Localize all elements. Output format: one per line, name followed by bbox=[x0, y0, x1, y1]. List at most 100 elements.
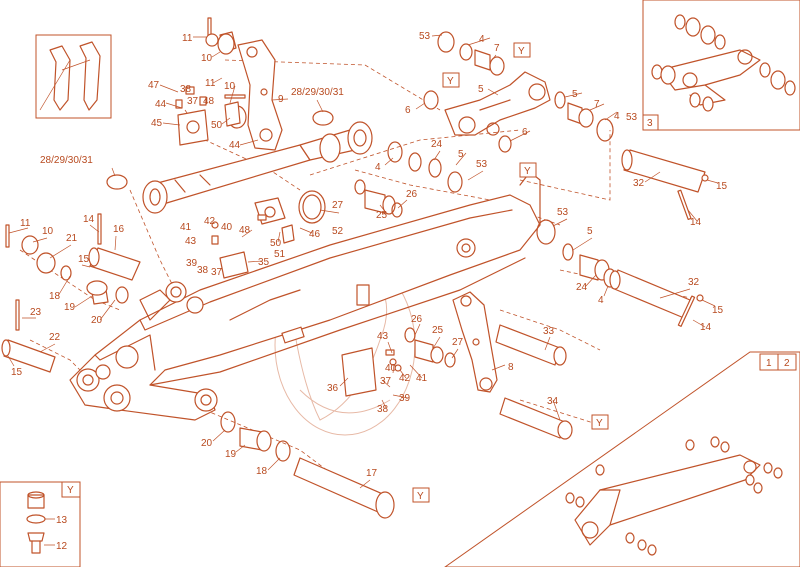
link-arm-9 bbox=[237, 39, 283, 151]
callout-15: 15 bbox=[716, 181, 728, 192]
callout-28-29-30-31: 28/29/30/31 bbox=[40, 155, 93, 166]
callout-4: 4 bbox=[614, 111, 620, 122]
callout-41: 41 bbox=[180, 222, 192, 233]
callout-17: 17 bbox=[366, 468, 378, 479]
callout-18: 18 bbox=[49, 291, 61, 302]
callout-15: 15 bbox=[11, 367, 23, 378]
callout-50: 50 bbox=[270, 238, 282, 249]
callout-20: 20 bbox=[91, 315, 103, 326]
plug-inset-marker: Y bbox=[67, 485, 74, 496]
overview-inset: 1 2 bbox=[444, 351, 800, 567]
callout-27: 27 bbox=[332, 200, 344, 211]
inset-number-2: 2 bbox=[784, 358, 790, 369]
callout-7: 7 bbox=[594, 99, 600, 110]
callout-51: 51 bbox=[274, 249, 286, 260]
callout-11: 11 bbox=[205, 78, 216, 89]
callout-4: 4 bbox=[598, 295, 604, 306]
callout-44: 44 bbox=[229, 140, 241, 151]
callout-38: 38 bbox=[180, 84, 192, 95]
callout-5: 5 bbox=[587, 226, 593, 237]
callout-52: 52 bbox=[332, 226, 344, 237]
callout-5: 5 bbox=[478, 84, 484, 95]
callout-50: 50 bbox=[211, 120, 223, 131]
callout-26: 26 bbox=[406, 189, 418, 200]
callout-33: 33 bbox=[543, 326, 555, 337]
rocker-link bbox=[444, 71, 551, 136]
callout-42: 42 bbox=[204, 216, 216, 227]
callout-28-29-30-31: 28/29/30/31 bbox=[291, 87, 344, 98]
callout-24: 24 bbox=[431, 139, 443, 150]
callout-26: 26 bbox=[411, 314, 423, 325]
callout-53: 53 bbox=[557, 207, 569, 218]
callout-21: 21 bbox=[66, 233, 78, 244]
callout-25: 25 bbox=[432, 325, 444, 336]
callout-15: 15 bbox=[712, 305, 724, 316]
callout-19: 19 bbox=[225, 449, 237, 460]
callout-14: 14 bbox=[83, 214, 95, 225]
variant-markers: Y Y Y Y Y bbox=[412, 42, 609, 503]
callout-27: 27 bbox=[452, 337, 464, 348]
small-parts bbox=[1, 17, 709, 519]
callout-40: 40 bbox=[221, 222, 233, 233]
inset-number-1: 1 bbox=[766, 358, 772, 369]
callout-44: 44 bbox=[155, 99, 167, 110]
variant-marker-y: Y bbox=[417, 491, 424, 502]
hydraulic-cylinder bbox=[142, 121, 373, 214]
callout-10: 10 bbox=[201, 53, 213, 64]
callout-42: 42 bbox=[399, 373, 411, 384]
callout-13: 13 bbox=[56, 515, 68, 526]
callout-53: 53 bbox=[626, 112, 638, 123]
callout-34: 34 bbox=[547, 396, 559, 407]
callout-41: 41 bbox=[416, 373, 428, 384]
callout-38: 38 bbox=[197, 265, 209, 276]
variant-marker-y: Y bbox=[524, 166, 531, 177]
callout-19: 19 bbox=[64, 302, 76, 313]
callout-24: 24 bbox=[576, 282, 588, 293]
callout-6: 6 bbox=[405, 105, 411, 116]
callout-39: 39 bbox=[186, 258, 198, 269]
callout-37: 37 bbox=[187, 96, 199, 107]
detail-inset-brackets bbox=[35, 34, 112, 119]
callout-15: 15 bbox=[78, 254, 90, 265]
callout-12: 12 bbox=[56, 541, 68, 552]
callout-47: 47 bbox=[148, 80, 160, 91]
callout-43: 43 bbox=[377, 331, 389, 342]
detail-number: 3 bbox=[647, 118, 653, 129]
callout-16: 16 bbox=[113, 224, 125, 235]
callout-4: 4 bbox=[479, 34, 485, 45]
detail-inset-3: 3 bbox=[642, 0, 800, 131]
callout-4: 4 bbox=[375, 162, 381, 173]
callout-10: 10 bbox=[42, 226, 54, 237]
callout-6: 6 bbox=[522, 127, 528, 138]
callout-14: 14 bbox=[700, 322, 712, 333]
callout-53: 53 bbox=[476, 159, 488, 170]
variant-marker-y: Y bbox=[596, 418, 603, 429]
callout-53: 53 bbox=[419, 31, 431, 42]
callout-32: 32 bbox=[633, 178, 645, 189]
callout-8: 8 bbox=[508, 362, 514, 373]
callout-48: 48 bbox=[203, 96, 215, 107]
callout-36: 36 bbox=[327, 383, 339, 394]
callout-23: 23 bbox=[30, 307, 42, 318]
leader-lines bbox=[7, 34, 719, 489]
callout-10: 10 bbox=[224, 81, 236, 92]
callout-11: 11 bbox=[20, 218, 31, 229]
callout-7: 7 bbox=[494, 43, 500, 54]
callout-11: 11 bbox=[182, 33, 193, 44]
plug-inset: Y bbox=[0, 481, 81, 567]
callout-20: 20 bbox=[201, 438, 213, 449]
callout-40: 40 bbox=[385, 363, 397, 374]
variant-marker-y: Y bbox=[518, 46, 525, 57]
callout-37: 37 bbox=[211, 267, 223, 278]
callout-45: 45 bbox=[151, 118, 163, 129]
callout-38: 38 bbox=[377, 404, 389, 415]
callout-46: 46 bbox=[309, 229, 321, 240]
callout-39: 39 bbox=[399, 393, 411, 404]
link-arm-8 bbox=[452, 291, 498, 393]
callout-48: 48 bbox=[239, 225, 251, 236]
callout-5: 5 bbox=[458, 149, 464, 160]
callout-35: 35 bbox=[258, 257, 270, 268]
callout-25: 25 bbox=[376, 210, 388, 221]
main-boom bbox=[69, 171, 541, 421]
